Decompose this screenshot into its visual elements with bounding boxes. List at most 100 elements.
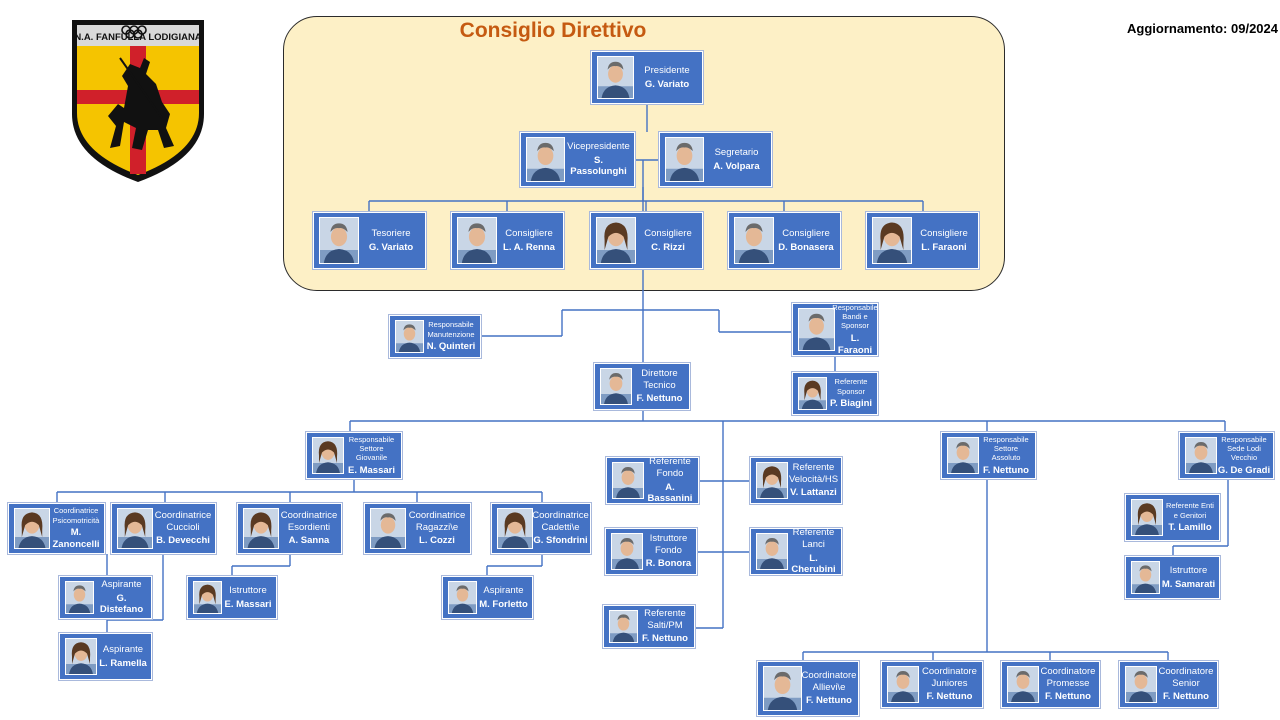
node-role: Referente Lanci <box>792 526 835 550</box>
avatar-icon <box>757 534 787 569</box>
node-role: Aspirante <box>101 578 142 590</box>
node-person-name: F. Nettuno <box>806 695 852 707</box>
node-role: Coordinatore Promesse <box>1040 665 1096 689</box>
avatar-icon <box>320 218 358 263</box>
avatar-icon <box>458 218 496 263</box>
node-person-name: V. Lattanzi <box>790 487 837 499</box>
node-person-name: A. Sanna <box>288 535 330 547</box>
person-photo <box>65 638 97 675</box>
node-person-name: T. Lamillo <box>1168 521 1212 533</box>
person-photo <box>734 217 774 264</box>
node-person-name: L. Ramella <box>99 657 147 669</box>
node-text: Segretario A. Volpara <box>704 133 769 186</box>
node-person-name: B. Devecchi <box>156 535 210 547</box>
person-photo <box>1125 666 1157 703</box>
node-person-name: F. Nettuno <box>642 633 688 645</box>
node-text: Coordinatrice Cadetti\e G. Sfondrini <box>532 504 589 553</box>
node-person-name: G. Sfondrini <box>533 535 588 547</box>
avatar-icon <box>612 534 642 569</box>
node-text: Coordinatrice Cuccioli B. Devecchi <box>153 504 213 553</box>
avatar-icon <box>449 582 476 613</box>
lance <box>119 57 163 119</box>
node-role: Coordinatore Senior <box>1158 665 1214 689</box>
node-role: Aspirante <box>102 643 144 655</box>
person-photo <box>1007 666 1039 703</box>
person-photo <box>872 217 912 264</box>
node-person-name: N. Quinteri <box>426 340 476 352</box>
node-person-name: L. Cherubini <box>791 552 836 576</box>
person-photo <box>526 137 565 182</box>
node-person-name: A. Bassanini <box>647 481 693 505</box>
node-person-name: G. Variato <box>368 241 414 253</box>
node-role: Consigliere <box>782 227 830 239</box>
node-role: Tesoriere <box>371 227 411 239</box>
council-title: Consiglio Direttivo <box>459 19 647 42</box>
node-person-name: F. Nettuno <box>983 464 1029 476</box>
node-person-name: M. Forletto <box>479 598 528 610</box>
avatar-icon <box>948 438 978 473</box>
avatar-icon <box>313 438 343 473</box>
node-role: Coordinatrice Cadetti\e <box>532 509 589 533</box>
node-person-name: E. Massari <box>348 464 395 476</box>
node-role: Vicepresidente <box>567 140 630 152</box>
node-role: Istruttore <box>229 584 267 596</box>
node-person-name: G. Variato <box>644 78 690 90</box>
avatar-icon <box>1186 438 1216 473</box>
avatar-icon <box>66 582 93 613</box>
node-person-name: A. Volpara <box>713 160 760 172</box>
node-person-name: C. Rizzi <box>651 241 685 253</box>
person-photo <box>665 137 704 182</box>
avatar-icon <box>764 667 801 710</box>
person-photo <box>609 610 638 643</box>
node-role: Istruttore Fondo <box>649 532 688 556</box>
node-role: Coordinatrice Cuccioli <box>154 509 212 533</box>
node-role: Responsabile Settore Giovanile <box>348 434 395 463</box>
avatar-icon <box>396 321 423 352</box>
node-text: Aspirante M. Forletto <box>477 577 530 618</box>
node-person-name: D. Bonasera <box>778 241 834 253</box>
person-photo <box>611 533 643 570</box>
person-photo <box>756 533 788 570</box>
node-role: Aspirante <box>483 584 524 596</box>
node-role: Consigliere <box>505 227 553 239</box>
node-role: Responsabile Bandi e Sponsor <box>832 302 878 331</box>
person-photo <box>395 320 424 353</box>
avatar-icon <box>15 509 49 548</box>
person-photo <box>14 508 50 549</box>
node-role: Referente Fondo <box>649 455 691 479</box>
person-photo <box>798 308 835 351</box>
node-role: Segretario <box>714 146 759 158</box>
node-role: Coordinatrice Psicomotricità <box>52 506 100 525</box>
org-node-segretario: Segretario A. Volpara <box>659 132 772 187</box>
